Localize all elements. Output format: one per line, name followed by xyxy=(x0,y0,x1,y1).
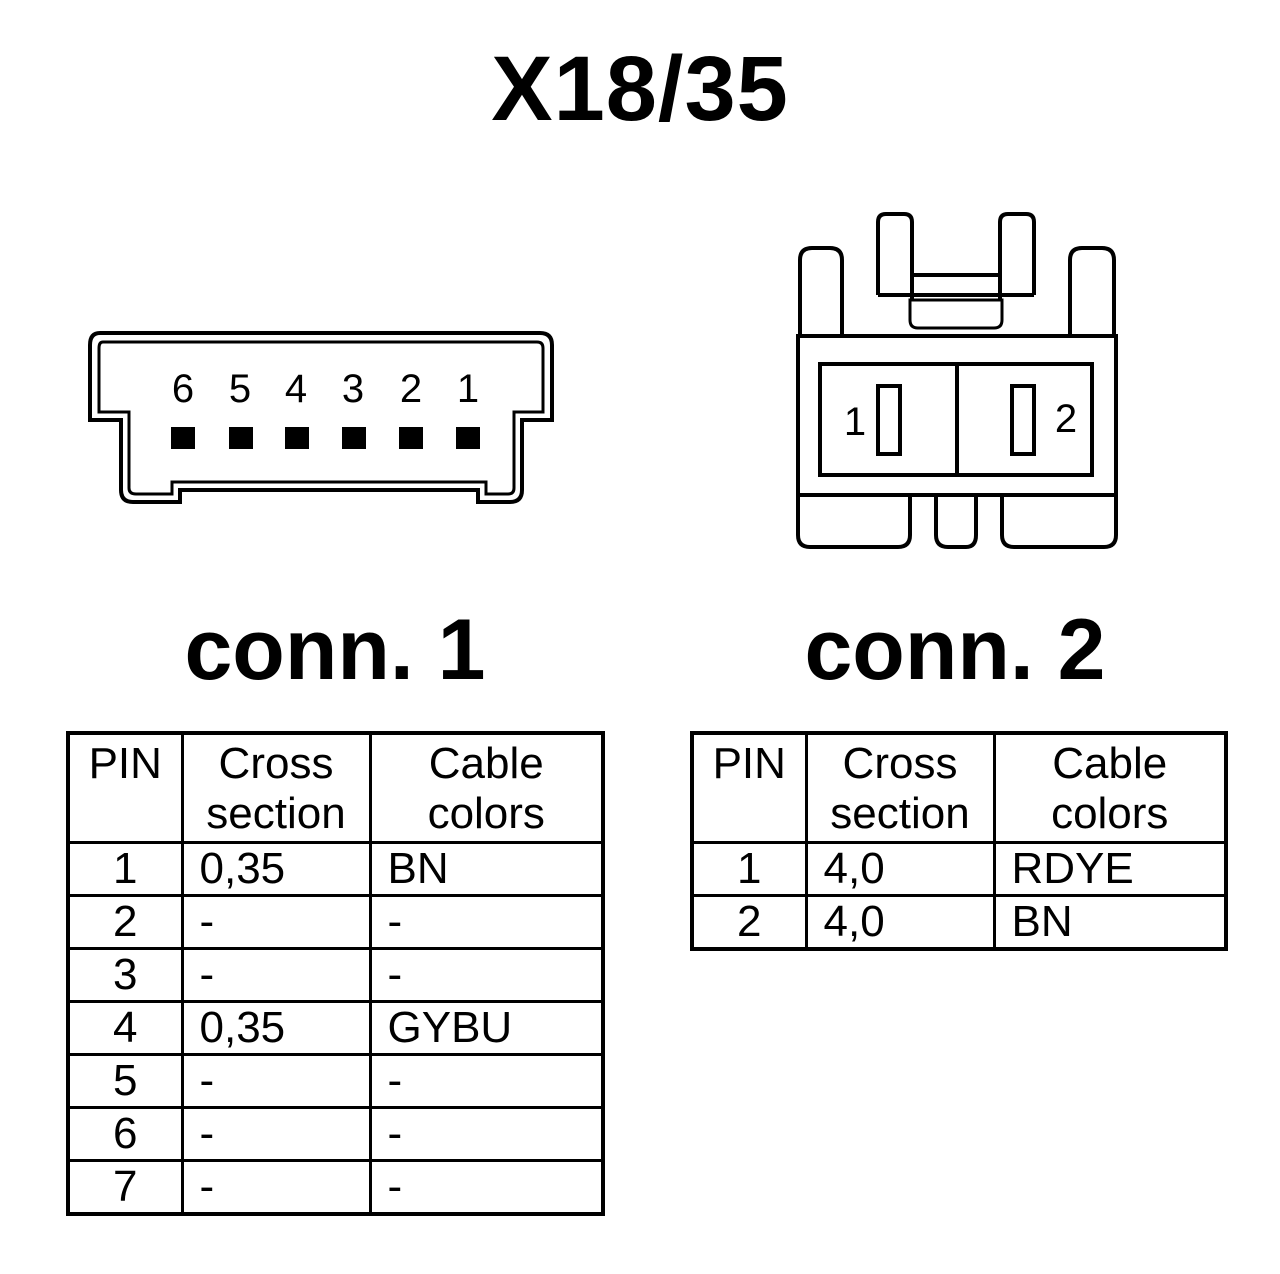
connector-2-housing xyxy=(796,212,1118,549)
page-title: X18/35 xyxy=(491,38,789,140)
pin-cell: 7 xyxy=(66,1159,184,1216)
cross-section-cell: 0,35 xyxy=(180,1000,372,1056)
table-row: 7-- xyxy=(66,1159,605,1216)
pin-cell: 2 xyxy=(690,894,808,951)
pin-4 xyxy=(285,427,309,449)
cable-color-cell: - xyxy=(368,1053,605,1109)
table-row: 6-- xyxy=(66,1106,605,1162)
pin-label-3: 3 xyxy=(342,367,364,411)
pin-1 xyxy=(456,427,480,449)
cross-section-cell: 4,0 xyxy=(804,894,996,951)
connector-2-heading: conn. 2 xyxy=(804,602,1106,698)
table-row: 2-- xyxy=(66,894,605,950)
pin-label-1: 1 xyxy=(457,367,479,411)
connector-1-pins xyxy=(171,427,480,449)
connector-1-housing xyxy=(88,331,554,504)
cross-section-cell: - xyxy=(180,1106,372,1162)
pin-label-4: 4 xyxy=(285,367,307,411)
cable-color-cell: - xyxy=(368,1159,605,1216)
cable-color-cell: GYBU xyxy=(368,1000,605,1056)
pin-cell: 1 xyxy=(690,841,808,897)
pin-label-2: 2 xyxy=(1055,397,1077,441)
cross-section-cell: - xyxy=(180,947,372,1003)
pin-6 xyxy=(171,427,195,449)
cable-color-cell: - xyxy=(368,947,605,1003)
table-row: 3-- xyxy=(66,947,605,1003)
pin-3 xyxy=(342,427,366,449)
cross-section-cell: - xyxy=(180,894,372,950)
cable-color-cell: - xyxy=(368,1106,605,1162)
cross-section-cell: 4,0 xyxy=(804,841,996,897)
pin-header: PIN xyxy=(690,731,808,844)
pin-cell: 5 xyxy=(66,1053,184,1109)
pin-header: PIN xyxy=(66,731,184,844)
cable-color-cell: BN xyxy=(992,894,1228,951)
cross-section-cell: 0,35 xyxy=(180,841,372,897)
pin-5 xyxy=(229,427,253,449)
connector-drawings: 6 5 4 3 2 1 1 xyxy=(88,212,1118,549)
cable-color-cell: RDYE xyxy=(992,841,1228,897)
connector-1-pin-labels: 6 5 4 3 2 1 xyxy=(172,367,479,411)
pin-cell: 1 xyxy=(66,841,184,897)
cable-color-cell: - xyxy=(368,894,605,950)
pin-2 xyxy=(399,427,423,449)
cross-section-cell: - xyxy=(180,1053,372,1109)
pin-label-1: 1 xyxy=(844,400,866,444)
pin-cell: 6 xyxy=(66,1106,184,1162)
pin-label-2: 2 xyxy=(400,367,422,411)
connector-2-pin-labels: 1 2 xyxy=(844,397,1077,444)
pin-cell: 3 xyxy=(66,947,184,1003)
table-row: 5-- xyxy=(66,1053,605,1109)
connector-1-heading: conn. 1 xyxy=(184,602,486,698)
cable-color-cell: BN xyxy=(368,841,605,897)
pin-label-6: 6 xyxy=(172,367,194,411)
pin-label-5: 5 xyxy=(229,367,251,411)
pin-cell: 4 xyxy=(66,1000,184,1056)
cross-section-cell: - xyxy=(180,1159,372,1216)
pin-cell: 2 xyxy=(66,894,184,950)
